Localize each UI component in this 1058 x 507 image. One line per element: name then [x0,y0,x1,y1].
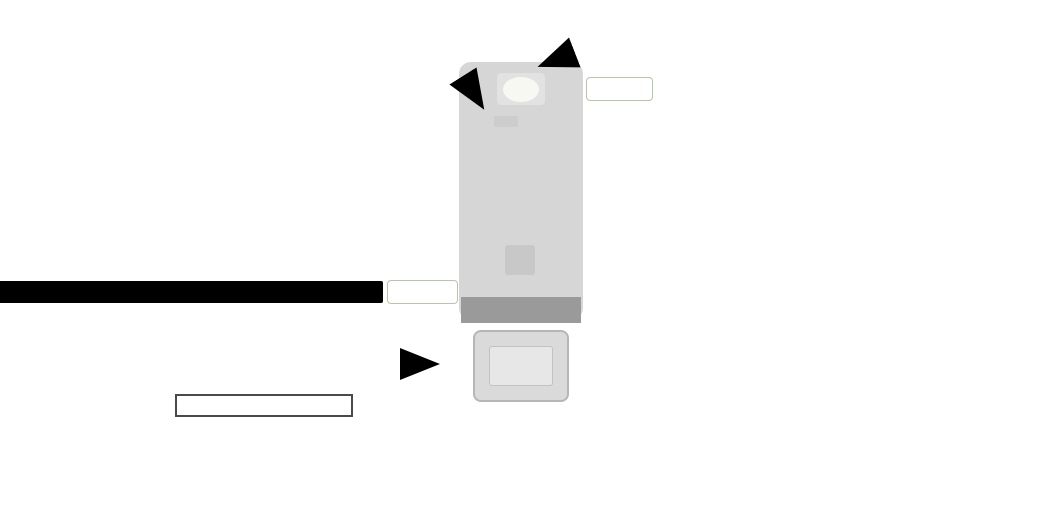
vext-power-bar [658,78,1055,102]
builtin-led-chip [494,116,518,127]
internal-pins-title [175,394,353,417]
pin-label-gnd [387,280,458,304]
mcu-chip [505,245,535,275]
board-bottom-edge [461,297,581,323]
program-reset-arrow [537,37,581,68]
gnd-bus-bar [0,281,383,303]
usb-connector-shell [489,346,553,386]
reset-button [503,77,539,102]
pin-label-vext [586,77,653,101]
